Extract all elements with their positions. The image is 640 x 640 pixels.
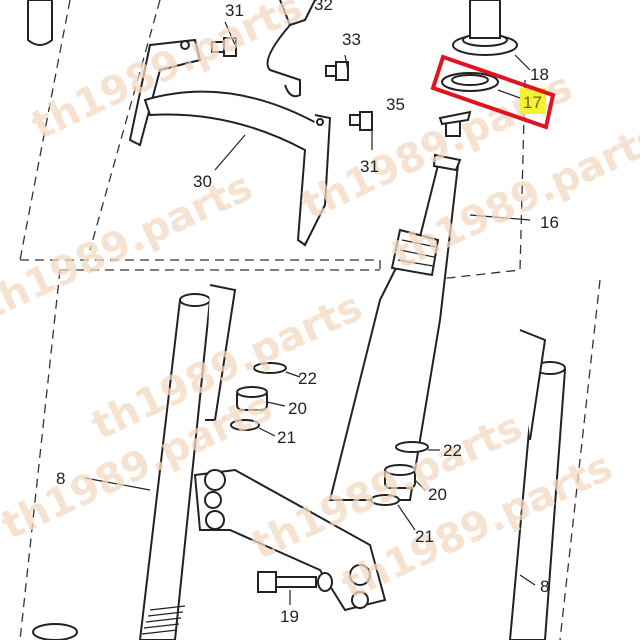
label-8-left: 8 — [56, 469, 65, 488]
bottom-left-washer — [32, 623, 78, 640]
label-31: 31 — [225, 1, 244, 20]
assembly-outline — [19, 0, 381, 640]
label-19: 19 — [280, 607, 299, 626]
bolt-31-lower — [349, 111, 373, 131]
label-21-right: 21 — [415, 527, 434, 546]
label-32: 32 — [314, 0, 333, 14]
assembly-outline-right — [89, 0, 601, 640]
circlip-22-right — [395, 441, 429, 453]
seal-17 — [441, 72, 499, 92]
label-22-left: 22 — [298, 369, 317, 388]
label-20-right: 20 — [428, 485, 447, 504]
highlight-box-17 — [430, 54, 556, 130]
screw-35 — [438, 110, 472, 137]
hook-32 — [266, 0, 316, 98]
cap-20-right — [384, 464, 416, 489]
circlip-22-left — [253, 362, 287, 374]
fork-tube-8-left — [138, 284, 237, 640]
oring-21-left — [230, 419, 260, 431]
label-31-lower: 31 — [360, 157, 379, 176]
bolt-19 — [257, 571, 333, 593]
under-bracket — [193, 468, 387, 612]
nut-33 — [325, 61, 349, 81]
spring — [141, 605, 186, 635]
oring-21-right — [370, 494, 400, 506]
label-17: 17 — [523, 93, 542, 112]
headlight-bracket-30 — [128, 38, 332, 247]
label-33: 33 — [342, 30, 361, 49]
fork-tube-8-right — [508, 329, 567, 640]
label-8-right: 8 — [540, 577, 549, 596]
label-21-left: 21 — [277, 428, 296, 447]
label-35: 35 — [386, 95, 405, 114]
label-22-right: 22 — [443, 441, 462, 460]
label-18: 18 — [530, 65, 549, 84]
label-20-left: 20 — [288, 399, 307, 418]
label-30: 30 — [193, 172, 212, 191]
part-top-left — [27, 0, 53, 46]
cap-20-left — [236, 386, 268, 411]
label-16: 16 — [540, 213, 559, 232]
steering-stem-16 — [328, 153, 462, 501]
bearing-race-18 — [452, 0, 518, 56]
